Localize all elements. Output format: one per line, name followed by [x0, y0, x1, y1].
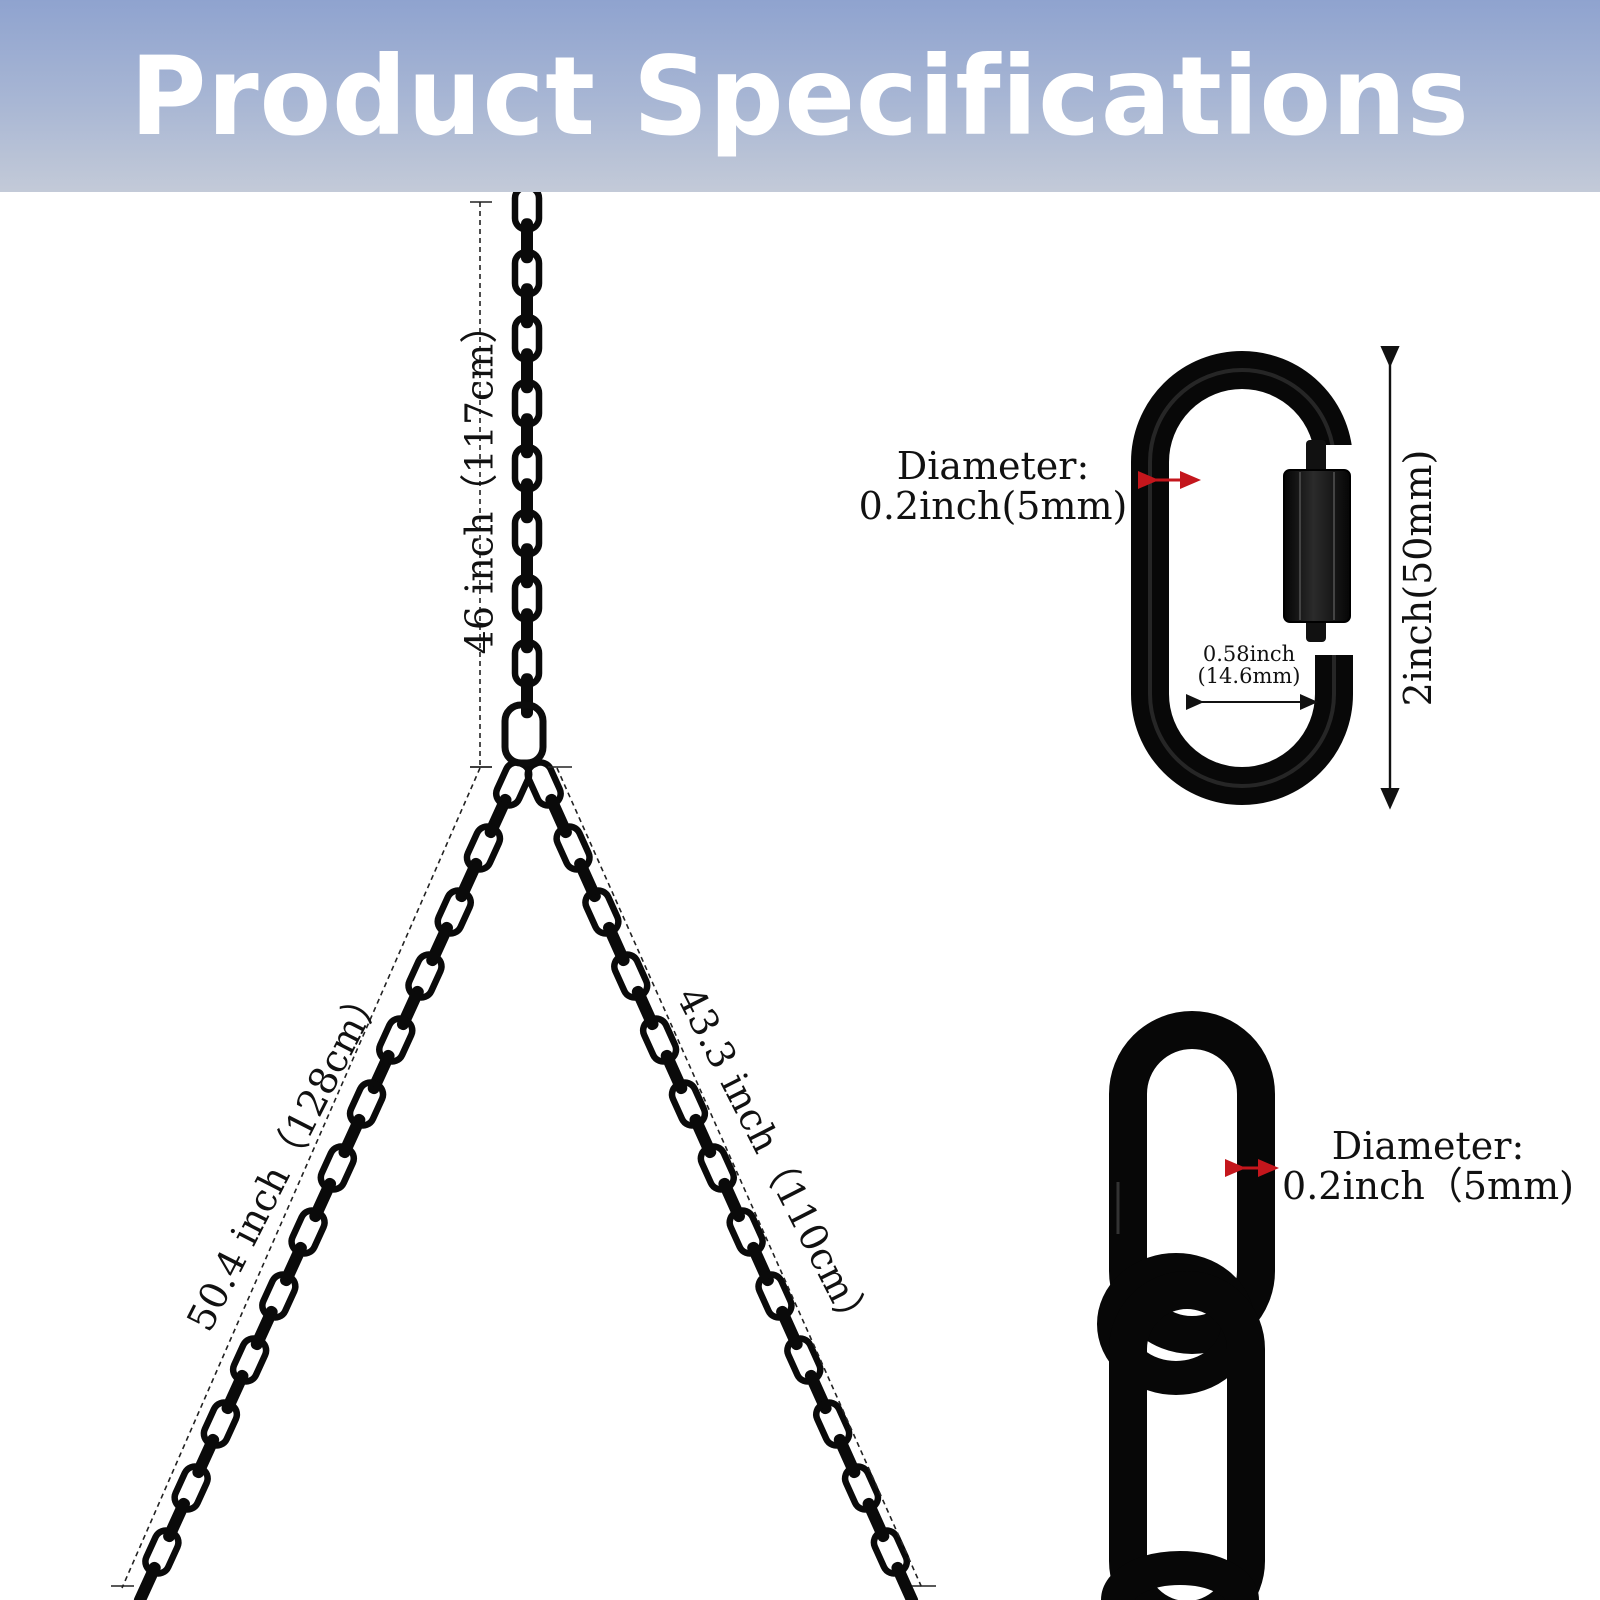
quick-link-diameter-label: Diameter:	[896, 444, 1090, 488]
header-banner: Product Specifications	[0, 0, 1600, 192]
chain-link-diameter: Diameter: 0.2inch（5mm)	[1268, 1126, 1588, 1206]
chain-link-closeup	[1097, 1011, 1279, 1600]
junction-ring	[501, 701, 547, 767]
chain-link-diameter-value: 0.2inch（5mm)	[1282, 1164, 1574, 1208]
left-chain-branch	[133, 759, 533, 1600]
chain-dimension-lines	[111, 201, 936, 1589]
chain-link	[521, 673, 533, 719]
product-illustration	[111, 192, 1400, 1600]
quick-link-opening-mm: (14.6mm)	[1197, 664, 1301, 688]
quick-link-opening-inch: 0.58inch	[1202, 642, 1296, 666]
chain-link	[891, 1561, 919, 1600]
main-chain	[511, 192, 543, 719]
page-title: Product Specifications	[130, 31, 1470, 161]
quick-link-illustration	[1131, 346, 1400, 810]
chain-link	[133, 1561, 161, 1600]
chain-link-diameter-label: Diameter:	[1331, 1124, 1525, 1168]
quick-link-height-label: 2inch(50mm)	[1396, 449, 1440, 707]
right-chain-branch	[524, 759, 919, 1600]
quick-link-diameter: Diameter: 0.2inch(5mm)	[838, 446, 1148, 526]
quick-link-opening: 0.58inch (14.6mm)	[1184, 643, 1314, 687]
main-chain-length-label: 46 inch（117cm）	[457, 305, 502, 655]
quick-link-diameter-value: 0.2inch(5mm)	[858, 484, 1128, 528]
